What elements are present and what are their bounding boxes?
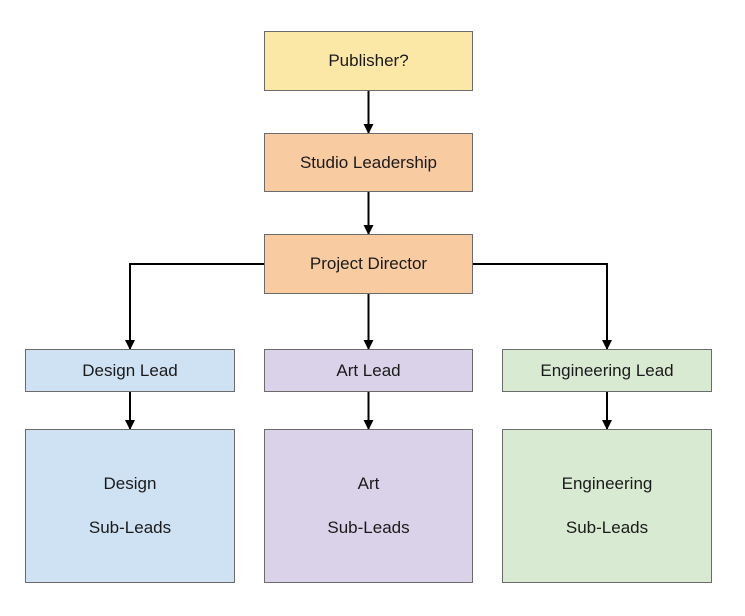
node-project-director: Project Director: [264, 234, 473, 294]
node-label-line1: Art: [357, 474, 380, 493]
node-design-lead: Design Lead: [25, 349, 235, 392]
node-label-line1: Design: [103, 474, 157, 493]
node-label-line1: Engineering: [561, 474, 653, 493]
node-publisher: Publisher?: [264, 31, 473, 91]
node-label: Design Lead: [82, 360, 178, 380]
node-label: Art Lead: [336, 360, 401, 380]
arrow-project_director-to-design_lead: [125, 263, 264, 350]
node-label: Studio Leadership: [299, 152, 438, 172]
node-engineering-subleads: Engineering Sub-Leads: [502, 429, 712, 583]
arrow-project_director-to-engineering_lead: [473, 263, 612, 350]
node-design-subleads: Design Sub-Leads: [25, 429, 235, 583]
node-label-line2: Sub-Leads: [565, 518, 649, 537]
node-art-subleads: Art Sub-Leads: [264, 429, 473, 583]
node-label: Publisher?: [328, 51, 409, 70]
node-studio-leadership: Studio Leadership: [264, 133, 473, 192]
node-label-line2: Sub-Leads: [327, 518, 410, 537]
node-art-lead: Art Lead: [264, 349, 473, 392]
node-label: Project Director: [309, 254, 428, 273]
node-label-line2: Sub-Leads: [88, 518, 172, 537]
node-engineering-lead: Engineering Lead: [502, 349, 712, 392]
node-label: Engineering Lead: [540, 360, 674, 380]
